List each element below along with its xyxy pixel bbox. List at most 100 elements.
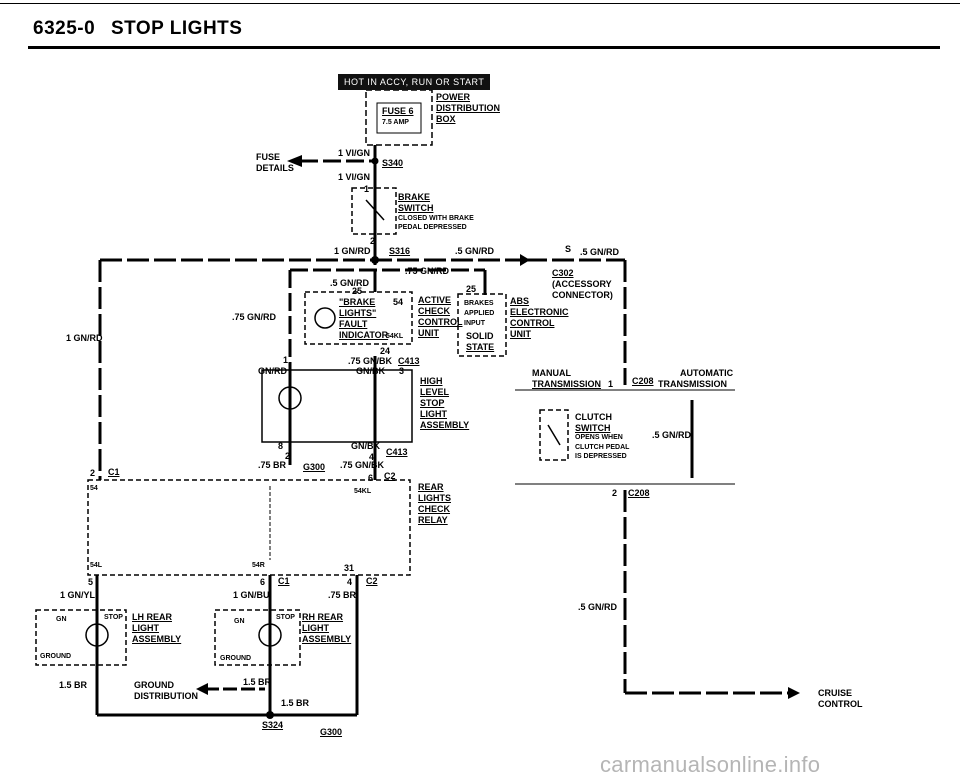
gnbk2-label: GN/BK <box>351 441 380 451</box>
abs-input: INPUT <box>464 320 485 327</box>
header-rule <box>28 46 940 49</box>
check-control-box <box>304 291 413 345</box>
pdb-label-2: DISTRIBUTION <box>436 103 500 113</box>
c302-connector <box>520 254 530 266</box>
section-number: 6325-0 <box>33 18 96 39</box>
cruise-1: CRUISE <box>818 688 853 698</box>
pin-5: 5 <box>88 577 94 587</box>
abs-box <box>457 293 507 357</box>
wire-1vigrn-a: 1 VI/GN <box>338 148 371 158</box>
wire-5gnrd-top: .5 GN/RD <box>455 246 495 256</box>
auto-1: AUTOMATIC <box>680 368 734 378</box>
s324-label: S324 <box>262 720 284 730</box>
rh-rear-box <box>214 609 301 666</box>
c413-label: C413 <box>398 356 420 366</box>
clutch-switch-box <box>539 409 569 461</box>
abs-solid: SOLID <box>466 331 494 341</box>
page-header: 6325-0 STOP LIGHTS <box>33 18 242 40</box>
fuse-details-arrow <box>287 155 302 167</box>
lh-rear-box <box>35 609 127 666</box>
cruise-arrow <box>788 687 800 699</box>
wire-75gnbk2: .75 GN/BK <box>340 460 385 470</box>
rh-rear-lamp <box>258 623 282 647</box>
c1b-label: C1 <box>278 576 290 586</box>
abs-r2: ELECTRONIC <box>510 307 569 317</box>
c302-line-2: CONNECTOR) <box>552 290 613 300</box>
pin-1-c208: 1 <box>608 379 614 389</box>
brake-switch-4: PEDAL DEPRESSED <box>398 224 467 231</box>
g300b-label: G300 <box>320 727 343 737</box>
c208-label: C208 <box>632 376 654 386</box>
check-control-1: "BRAKE <box>339 297 376 307</box>
clutch-2: SWITCH <box>575 423 611 433</box>
wire-5gnrd-mid: .5 GN/RD <box>330 278 370 288</box>
high-level-5: ASSEMBLY <box>420 420 470 430</box>
s316-splice <box>371 256 379 264</box>
lh-rear-1: LH REAR <box>132 612 172 622</box>
clutch-4: CLUTCH PEDAL <box>575 444 630 451</box>
pin-2-c1: 2 <box>90 468 96 478</box>
watermark: carmanualsonline.info <box>600 752 821 777</box>
wire-5gnrd-right: .5 GN/RD <box>580 247 620 257</box>
fuse-6 <box>376 102 422 134</box>
rh-rear-2: LIGHT <box>302 623 329 633</box>
gnbk-label: GN/BK <box>356 366 385 376</box>
relay-3: CHECK <box>418 504 451 514</box>
pin-54: 54 <box>90 485 98 492</box>
wire-1gnrd: 1 GN/RD <box>334 246 371 256</box>
rh-rear-1: RH REAR <box>302 612 344 622</box>
relay-1: REAR <box>418 482 444 492</box>
check-pin-54kl: 54KL <box>386 333 404 340</box>
fuse-details-1: FUSE <box>256 152 281 162</box>
active-check-4: UNIT <box>418 328 439 338</box>
active-check-3: CONTROL <box>418 317 463 327</box>
check-control-3: FAULT <box>339 319 368 329</box>
lh-rear-3: ASSEMBLY <box>132 634 182 644</box>
pin-31: 31 <box>344 563 355 573</box>
pin-3: 3 <box>399 366 405 376</box>
pin-2-c208: 2 <box>612 488 618 498</box>
active-check-2: CHECK <box>418 306 451 316</box>
pin-4: 4 <box>369 452 375 462</box>
high-level-4: LIGHT <box>420 409 447 419</box>
auto-2: TRANSMISSION <box>658 379 728 389</box>
s324-splice <box>266 711 274 719</box>
abs-r1: ABS <box>510 296 530 306</box>
fuse-label: FUSE 6 <box>382 106 414 116</box>
wire-1vigrn-b: 1 VI/GN <box>338 172 371 182</box>
indicator-lamp <box>314 307 336 329</box>
wire-5gnrd-clutch: .5 GN/RD <box>652 430 692 440</box>
relay-2: LIGHTS <box>418 493 451 503</box>
brake-pin-1: 1 <box>364 184 370 194</box>
pin-1: 1 <box>283 355 289 365</box>
abs-r4: UNIT <box>510 329 531 339</box>
c1-label: C1 <box>108 467 120 477</box>
abs-applied: APPLIED <box>464 310 495 317</box>
check-pin-54: 54 <box>393 297 404 307</box>
c2-label: C2 <box>384 471 396 481</box>
clutch-contact <box>547 424 561 446</box>
brake-switch-1: BRAKE <box>398 192 431 202</box>
pin-8: 8 <box>278 441 284 451</box>
gnrd-label: GN/RD <box>258 366 287 376</box>
relay-4: RELAY <box>418 515 448 525</box>
brake-switch-contact <box>365 199 385 221</box>
clutch-1: CLUTCH <box>575 412 612 422</box>
s316-pin-2: 2 <box>370 236 376 246</box>
pin-54l: 54L <box>90 562 103 569</box>
s340-label: S340 <box>382 158 404 168</box>
wire-1gnyl: 1 GN/YL <box>60 590 96 600</box>
manual-2: TRANSMISSION <box>532 379 602 389</box>
active-check-1: ACTIVE <box>418 295 452 305</box>
pin-25b: 25 <box>466 284 477 294</box>
brake-switch-3: CLOSED WITH BRAKE <box>398 215 474 222</box>
wire-15br-bot: 1.5 BR <box>281 698 310 708</box>
hot-banner: HOT IN ACCY, RUN OR START <box>338 74 491 90</box>
abs-brakes: BRAKES <box>464 300 494 307</box>
pin-2: 2 <box>285 451 291 461</box>
brake-switch-box <box>351 187 397 235</box>
wire-1gnrd-left: 1 GN/RD <box>66 333 103 343</box>
pin-54r: 54R <box>252 562 265 569</box>
check-control-4: INDICATOR <box>339 330 389 340</box>
